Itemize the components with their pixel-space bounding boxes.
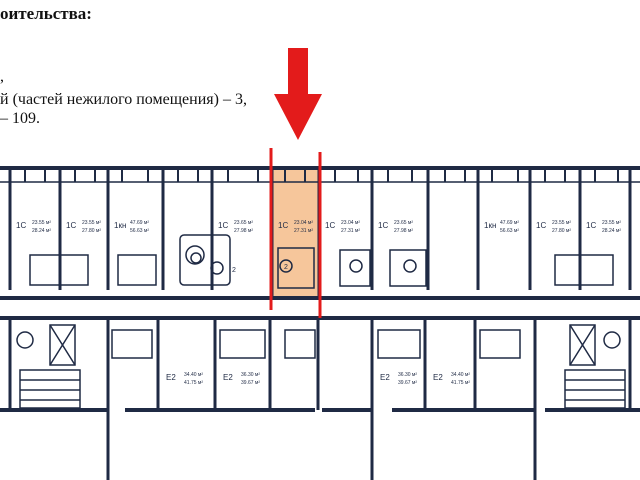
apartment-area-label: 23.55 м²: [82, 220, 101, 226]
apartment-area-label: 56.63 м²: [130, 228, 149, 234]
bottom-partitions: [8, 318, 632, 480]
stair-core-left: [19, 324, 81, 409]
apartment-area-label: 41.75 м²: [184, 380, 203, 386]
apartment-type-label: 1кн: [114, 221, 126, 230]
apartment-area-label: 23.65 м²: [394, 220, 413, 226]
apartment-area-label: 27.98 м²: [394, 228, 413, 234]
stair-core-right: [564, 324, 626, 409]
apartment-area-label: 36.30 м²: [241, 372, 260, 378]
apartment-type-label: 1кн: [484, 221, 496, 230]
apartment-area-label: 34.40 м²: [184, 372, 203, 378]
apartment-area-label: 41.75 м²: [451, 380, 470, 386]
apartment-area-label: 23.55 м²: [602, 220, 621, 226]
text-line-commercial-premises: й (частей нежилого помещения) – 3,: [0, 91, 247, 108]
section-heading: оительства:: [0, 4, 92, 23]
text-line-apartment-count: – 109.: [0, 110, 40, 127]
apartment-type-label: 1С: [586, 221, 596, 230]
apartment-area-label: 23.04 м²: [294, 220, 313, 226]
apartment-area-label: 23.04 м²: [341, 220, 360, 226]
room-number-label: 2: [284, 264, 288, 271]
apartment-area-label: 34.40 м²: [451, 372, 470, 378]
room-number-label: 2: [232, 267, 236, 274]
apartment-type-label: 1С: [536, 221, 546, 230]
apartment-area-label: 23.65 м²: [234, 220, 253, 226]
apartment-area-label: 23.55 м²: [552, 220, 571, 226]
apartment-type-label: 1С: [66, 221, 76, 230]
apartment-type-label: Е2: [433, 373, 443, 382]
apartment-area-label: 56.63 м²: [500, 228, 519, 234]
apartment-type-label: 1С: [325, 221, 335, 230]
apartment-area-label: 47.69 м²: [500, 220, 519, 226]
wheelchair-icon: [16, 252, 621, 349]
apartment-area-label: 39.67 м²: [398, 380, 417, 386]
bathroom-blocks: [29, 234, 614, 289]
document-text: оительства: , й (частей нежилого помещен…: [0, 0, 640, 140]
floor-plan: 1С 23.55 м² 28.24 м² 1С 23.55 м² 27.80 м² 1кн 4…: [0, 148, 640, 480]
apartment-area-label: 39.67 м²: [241, 380, 260, 386]
highlighted-apartment: [272, 168, 319, 298]
apartment-area-label: 27.98 м²: [234, 228, 253, 234]
apartment-type-label: 1С: [16, 221, 26, 230]
apartment-area-label: 27.31 м²: [294, 228, 313, 234]
apartment-area-label: 27.31 м²: [341, 228, 360, 234]
apartment-type-label: 1С: [218, 221, 228, 230]
apartment-type-label: Е2: [166, 373, 176, 382]
red-arrow: [274, 48, 322, 140]
apartment-type-label: Е2: [380, 373, 390, 382]
apartment-area-label: 36.30 м²: [398, 372, 417, 378]
apartment-area-label: 27.80 м²: [552, 228, 571, 234]
apartment-type-label: 1С: [378, 221, 388, 230]
bottom-bathrooms: [111, 329, 521, 359]
red-marker-lines: [269, 148, 322, 318]
apartment-area-label: 23.55 м²: [32, 220, 51, 226]
apartment-type-label: 1С: [278, 221, 288, 230]
apartment-area-label: 28.24 м²: [32, 228, 51, 234]
apartment-area-label: 27.80 м²: [82, 228, 101, 234]
apartment-type-label: Е2: [223, 373, 233, 382]
apartment-area-label: 28.24 м²: [602, 228, 621, 234]
apartment-area-label: 47.69 м²: [130, 220, 149, 226]
text-line-fragment: ,: [0, 68, 4, 85]
